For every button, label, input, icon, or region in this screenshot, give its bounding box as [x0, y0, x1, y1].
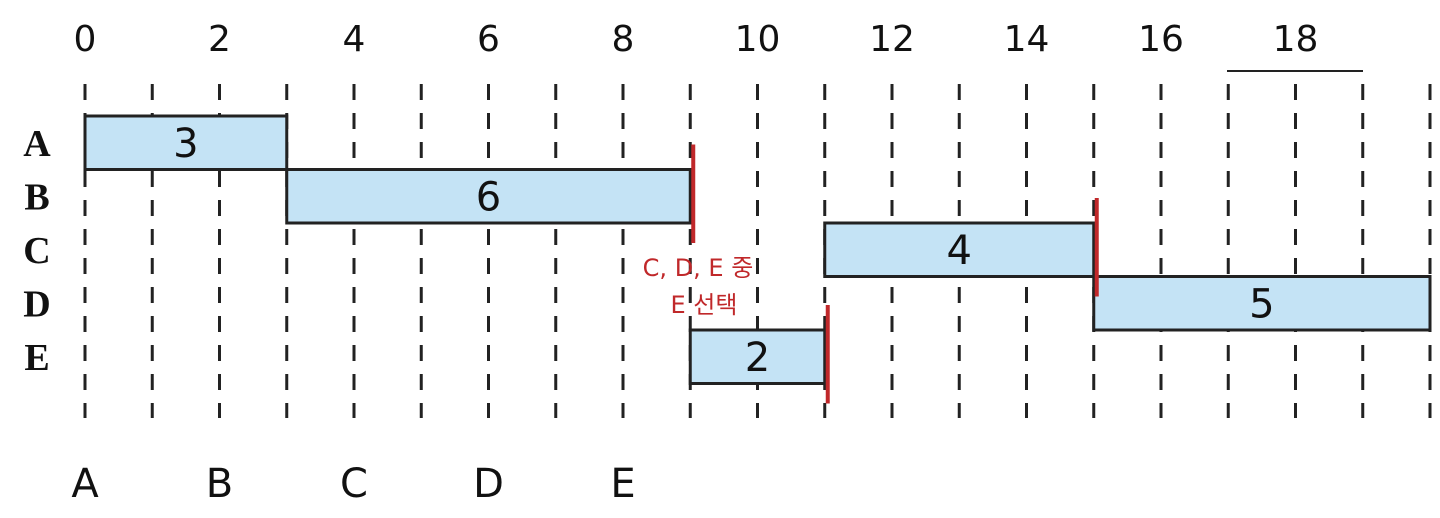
task-bar-label: 3	[173, 121, 198, 167]
bottom-label: D	[473, 461, 504, 507]
bottom-label: A	[71, 461, 99, 507]
annotation-line-1: C, D, E 중	[643, 254, 754, 282]
task-bar-label: 6	[476, 174, 501, 220]
tick-label: 12	[869, 19, 915, 60]
row-label: E	[24, 337, 49, 379]
bar-layer: 3 6 4 5 2	[83, 114, 1432, 385]
task-bar-label: 4	[947, 228, 972, 274]
tick-label: 6	[477, 19, 500, 60]
row-label: B	[24, 176, 49, 218]
task-bar	[1092, 275, 1432, 332]
tick-label: 2	[208, 19, 231, 60]
task-bar	[285, 168, 692, 225]
bottom-label: B	[206, 461, 233, 507]
annotation-line-2: E 선택	[671, 291, 738, 319]
task-bar-label: 2	[745, 335, 770, 381]
bottom-label-layer: A B C D E	[71, 461, 635, 507]
tick-label: 18	[1273, 19, 1319, 60]
tick-label: 4	[343, 19, 366, 60]
tick-label: 0	[74, 19, 97, 60]
tick-label: 10	[735, 19, 781, 60]
tick-label: 16	[1138, 19, 1184, 60]
row-label: C	[23, 230, 50, 272]
tick-label: 14	[1004, 19, 1050, 60]
task-bar	[823, 221, 1096, 278]
marker-layer	[691, 144, 1099, 404]
row-label: D	[23, 283, 50, 325]
bottom-label: C	[340, 461, 368, 507]
task-bar-label: 5	[1249, 281, 1274, 327]
tick-label-layer: 0 2 4 6 8 10 12 14 16 18	[74, 19, 1319, 60]
row-label: A	[23, 123, 51, 165]
tick-label: 8	[612, 19, 635, 60]
task-bar	[688, 328, 827, 385]
task-bar	[83, 114, 289, 171]
bottom-label: E	[610, 461, 635, 507]
